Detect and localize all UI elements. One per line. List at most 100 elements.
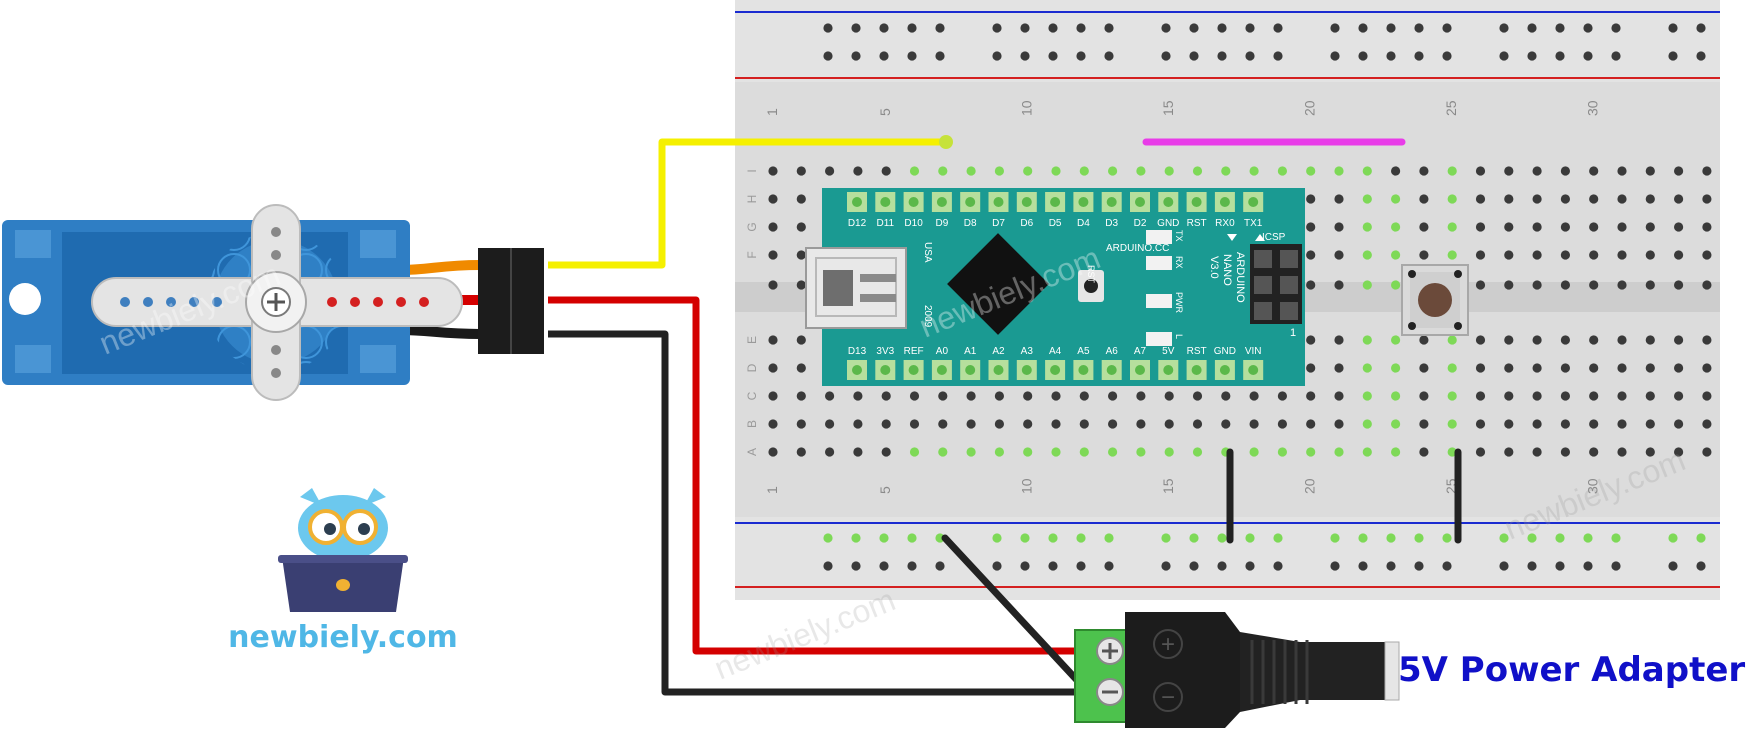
rail-hole (1668, 51, 1678, 61)
horn-hole (143, 297, 153, 307)
pin-label-d4: D4 (1077, 218, 1090, 229)
servo-mount-hole (9, 283, 41, 315)
breadboard-hole (938, 391, 948, 401)
breadboard-hole (1447, 391, 1457, 401)
breadboard-hole (1532, 280, 1542, 290)
rail-hole (992, 51, 1002, 61)
breadboard-hole (768, 250, 778, 260)
usa-text: USA (922, 242, 933, 263)
breadboard-hole (1079, 419, 1089, 429)
breadboard-hole (1504, 391, 1514, 401)
arduino-brand-text: ARDUINO.CC (1106, 243, 1169, 254)
breadboard-hole (994, 391, 1005, 401)
breadboard-hole (1419, 335, 1429, 345)
led-tx-label: TX (1174, 230, 1184, 242)
rail-hole (1668, 533, 1678, 543)
breadboard-hole (1475, 166, 1486, 176)
breadboard-hole (1475, 250, 1486, 260)
dc-power-jack: + − (1074, 612, 1400, 728)
breadboard-hole (1419, 419, 1429, 429)
rail-hole (1386, 51, 1396, 61)
breadboard-hole (1023, 391, 1033, 401)
breadboard-hole (796, 250, 806, 260)
breadboard-hole (768, 363, 778, 373)
breadboard-hole (1560, 447, 1570, 457)
signal-wire (548, 138, 946, 269)
rail-hole (1442, 23, 1452, 33)
servo-motor (2, 204, 544, 401)
pin-hole-TX1 (1248, 197, 1259, 207)
breadboard-hole (1362, 194, 1372, 204)
breadboard-hole (1051, 391, 1061, 401)
breadboard-hole (1475, 335, 1486, 345)
pin-label-d2: D2 (1134, 218, 1147, 229)
breadboard-hole (1532, 363, 1542, 373)
breadboard-hole (796, 391, 806, 401)
breadboard-hole (1532, 391, 1542, 401)
rail-hole (1217, 23, 1227, 33)
rail-hole (1499, 23, 1509, 33)
column-number-1-top: 1 (764, 108, 780, 116)
breadboard-hole (1334, 391, 1344, 401)
rail-hole (1583, 533, 1593, 543)
horn-hole (271, 250, 281, 260)
row-letter-E: E (745, 336, 759, 344)
rail-hole (907, 561, 917, 571)
breadboard-hole (909, 419, 920, 429)
horn-hole (212, 297, 222, 307)
rail-hole (1555, 51, 1565, 61)
rail-hole (1330, 23, 1340, 33)
breadboard-hole (1277, 419, 1287, 429)
breadboard-hole (1532, 419, 1542, 429)
pin-hole-D3 (1106, 197, 1117, 207)
led-l (1146, 332, 1172, 346)
breadboard-hole (1560, 222, 1570, 232)
rail-hole (1499, 51, 1509, 61)
breadboard-hole (966, 166, 976, 176)
breadboard-hole (1702, 222, 1712, 232)
breadboard-hole (1447, 250, 1457, 260)
rail-hole (1161, 533, 1171, 543)
rail-hole (1020, 533, 1030, 543)
pin-hole-D13 (852, 365, 862, 375)
breadboard-hole (1419, 166, 1429, 176)
rail-hole (1048, 23, 1058, 33)
pin-hole-5V (1163, 365, 1174, 375)
breadboard-hole (1277, 166, 1287, 176)
breadboard-hole (1419, 447, 1429, 457)
column-number-30-bottom: 30 (1585, 478, 1601, 494)
pin-label-ref-bottom: REF (904, 346, 924, 357)
pin-hole-RX0 (1219, 197, 1230, 207)
rail-hole (1161, 51, 1171, 61)
rail-hole (1273, 561, 1283, 571)
breadboard-hole (1334, 447, 1344, 457)
pin-hole-3V3 (880, 365, 891, 375)
rail-hole (1386, 23, 1396, 33)
led-pwr-label: PWR (1174, 292, 1184, 313)
breadboard-hole (881, 391, 891, 401)
breadboard-hole (1702, 194, 1712, 204)
rail-hole (1583, 561, 1593, 571)
breadboard-hole (1617, 194, 1627, 204)
rail-hole (879, 561, 889, 571)
icsp-header (1250, 244, 1302, 324)
pin-hole-GND (1219, 365, 1230, 375)
model-line-2: NANO (1221, 254, 1233, 286)
rail-hole (1499, 533, 1509, 543)
breadboard-hole (1589, 419, 1599, 429)
breadboard-hole (1475, 194, 1486, 204)
breadboard-hole (1674, 335, 1684, 345)
rail-hole (1527, 533, 1537, 543)
breadboard-hole (1674, 222, 1684, 232)
breadboard-hole (994, 419, 1005, 429)
servo-cable-brown (399, 325, 481, 339)
breadboard-hole (1192, 166, 1203, 176)
breadboard-hole (1617, 391, 1627, 401)
pin-label-gnd: GND (1157, 218, 1179, 229)
breadboard-hole (1617, 419, 1627, 429)
breadboard-hole (1702, 166, 1712, 176)
breadboard-hole (768, 194, 778, 204)
rail-hole (1189, 51, 1199, 61)
pin-hole-D2 (1135, 197, 1145, 207)
breadboard-hole (1504, 447, 1514, 457)
